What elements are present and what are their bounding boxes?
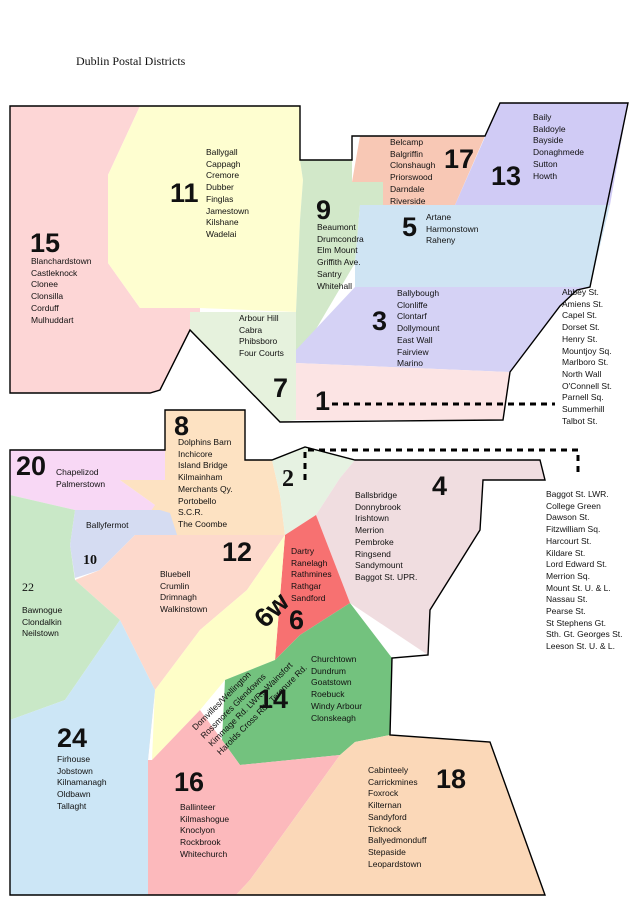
south-map-outline — [9, 409, 546, 896]
district-6-areas: Dartry Ranelagh Rathmines Rathgar Sandfo… — [291, 546, 332, 603]
district-5-areas: Artane Harmonstown Raheny — [426, 212, 479, 246]
district-9-region[interactable] — [296, 160, 383, 363]
district-17-areas: Belcamp Balgriffin Clonshaugh Priorswood… — [390, 137, 436, 206]
district-24-areas: Firhouse Jobstown Kilnamanagh Oldbawn Ta… — [57, 754, 107, 811]
district-3-areas: Ballybough Clonliffe Clontarf Dollymount… — [397, 288, 440, 369]
district-2-areas: Baggot St. LWR. College Green Dawson St.… — [546, 489, 623, 652]
district-7-areas: Arbour Hill Cabra Phibsboro Four Courts — [239, 313, 284, 359]
district-8-areas: Dolphins Barn Inchicore Island Bridge Ki… — [178, 437, 233, 529]
district-16-areas: Ballinteer Kilmashogue Knoclyon Rockbroo… — [180, 802, 230, 859]
district-14-areas: Churchtown Dundrum Goatstown Roebuck Win… — [311, 654, 363, 723]
district-12-areas: Bluebell Crumlin Drimnagh Walkinstown — [160, 569, 208, 615]
district-22-areas: Bawnogue Clondalkin Neilstown — [22, 605, 63, 639]
district-11-region[interactable] — [108, 106, 303, 312]
district-8-region[interactable] — [120, 410, 285, 535]
district-12-number: 12 — [222, 537, 253, 567]
district-9-number: 9 — [316, 195, 332, 225]
district-22-number: 22 — [22, 580, 34, 594]
district-17-number: 17 — [444, 144, 475, 174]
district-6-number: 6 — [289, 605, 305, 635]
district-10-number: 10 — [83, 553, 97, 568]
district-2-leader-line — [303, 448, 580, 480]
district-1-number: 1 — [315, 386, 331, 416]
district-11-areas: Ballygall Cappagh Cremore Dubber Finglas… — [206, 147, 249, 239]
district-13-region[interactable] — [455, 103, 628, 205]
district-15-areas: Blanchardstown Castleknock Clonee Clonsi… — [31, 256, 92, 325]
district-10-areas: Ballyfermot — [86, 520, 129, 530]
district-15-region[interactable] — [10, 106, 200, 393]
district-18-number: 18 — [436, 764, 467, 794]
map-title: Dublin Postal Districts — [76, 54, 186, 68]
district-18-region[interactable] — [236, 735, 545, 895]
district-15-number: 15 — [30, 228, 61, 258]
district-2-region[interactable] — [272, 447, 355, 535]
district-7-region[interactable] — [190, 312, 296, 422]
north-map-outline — [9, 102, 629, 423]
district-5-region[interactable] — [355, 205, 610, 287]
district-4-region[interactable] — [316, 460, 545, 655]
district-7-number: 7 — [273, 373, 289, 403]
district-12-region[interactable] — [75, 535, 285, 760]
district-5-number: 5 — [402, 212, 418, 242]
district-10-region[interactable] — [70, 510, 178, 578]
district-6w-region[interactable] — [152, 535, 285, 760]
district-17-region[interactable] — [352, 136, 485, 205]
district-2-number: 2 — [282, 466, 294, 492]
district-8-number: 8 — [174, 411, 190, 441]
district-24-region[interactable] — [10, 620, 155, 895]
district-20-areas: Chapelizod Palmerstown — [56, 467, 106, 489]
district-22-region[interactable] — [10, 495, 120, 720]
district-3-region[interactable] — [296, 287, 590, 372]
district-20-number: 20 — [16, 451, 47, 481]
district-20-region[interactable] — [10, 450, 165, 510]
district-3-number: 3 — [372, 306, 388, 336]
district-9-areas: Beaumont Drumcondra Elm Mount Griffith A… — [317, 222, 364, 291]
district-14-region[interactable] — [222, 603, 392, 765]
district-18-areas: Cabinteely Carrickmines Foxrock Kilterna… — [368, 765, 427, 869]
district-24-number: 24 — [57, 723, 88, 753]
district-4-areas: Ballsbridge Donnybrook Irishtown Merrion… — [355, 490, 418, 582]
district-6-region[interactable] — [275, 515, 350, 660]
district-16-region[interactable] — [148, 710, 340, 895]
district-1-region[interactable] — [296, 363, 510, 420]
district-1-areas: Abbey St. Amiens St. Capel St. Dorset St… — [562, 287, 612, 426]
district-4-number: 4 — [432, 471, 448, 501]
district-16-number: 16 — [174, 767, 205, 797]
district-14-number: 14 — [258, 684, 289, 714]
district-11-number: 11 — [170, 178, 199, 208]
district-13-number: 13 — [491, 161, 522, 191]
district-13-areas: Baily Baldoyle Bayside Donaghmede Sutton… — [533, 112, 585, 181]
